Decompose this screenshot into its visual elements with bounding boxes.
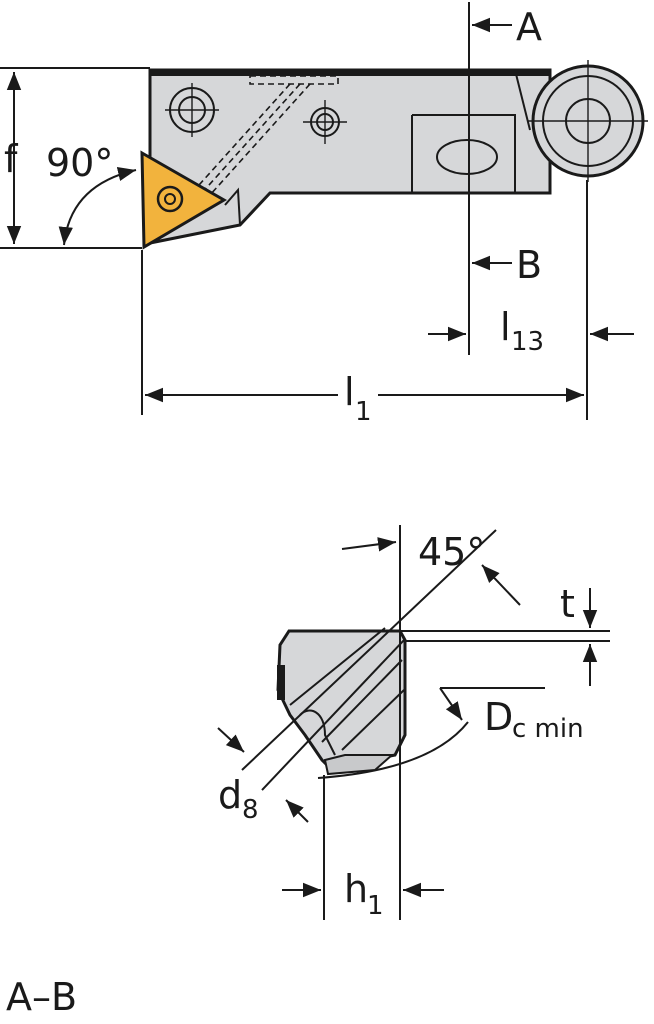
dc-min-arc: [317, 721, 469, 779]
d8-label-main: d: [218, 773, 242, 817]
a-label: A: [516, 5, 542, 49]
coolant-channel-diagonal: [189, 83, 311, 196]
triangular-insert: [140, 150, 227, 250]
l1-label-sub: 1: [355, 397, 372, 427]
clamp-slot: [436, 139, 498, 175]
section-diagonal-edges: [289, 627, 405, 751]
dc-min-label-main: D: [484, 695, 513, 739]
f-label: f: [4, 137, 19, 181]
angle-45-arrow-right: [481, 564, 521, 606]
angle-45-arrow-left: [341, 537, 397, 552]
l13-label-main: l: [500, 305, 511, 349]
section-side-tab: [277, 665, 285, 700]
angle-90-arc: [58, 166, 137, 246]
d8-arrow-top: [217, 727, 245, 753]
diagonal-line-upper: [241, 529, 497, 771]
section-view: 45° t D c min d 8 h 1: [217, 525, 610, 921]
angle-45-label: 45°: [418, 530, 485, 574]
body-chamfer-line: [514, 69, 531, 131]
section-caption: A–B: [6, 975, 77, 1019]
h1-label-main: h: [344, 867, 368, 911]
section-insert: [323, 754, 395, 776]
d8-label-sub: 8: [242, 795, 259, 825]
l1-label-main: l: [344, 370, 355, 414]
l13-label-sub: 13: [511, 327, 544, 357]
d8-arrow-bottom: [285, 799, 309, 823]
b-label: B: [516, 243, 542, 287]
shank-end-view: [528, 60, 648, 182]
h1-label-sub: 1: [367, 891, 384, 921]
holder-top-edge: [150, 70, 550, 76]
screw-hole-left: [165, 83, 219, 137]
top-view: f 90° A B l 13 l 1: [0, 2, 648, 427]
diagonal-line-lower: [261, 639, 405, 791]
clamp-pocket: [411, 114, 516, 193]
dc-min-label-sub: c min: [512, 714, 584, 744]
angle-90-label: 90°: [46, 141, 113, 185]
insert-seat: [224, 187, 241, 226]
t-label: t: [560, 582, 575, 626]
dc-min-arrow: [439, 687, 463, 721]
screw-hole-center: [303, 100, 347, 144]
coolant-channel-top: [249, 75, 339, 85]
